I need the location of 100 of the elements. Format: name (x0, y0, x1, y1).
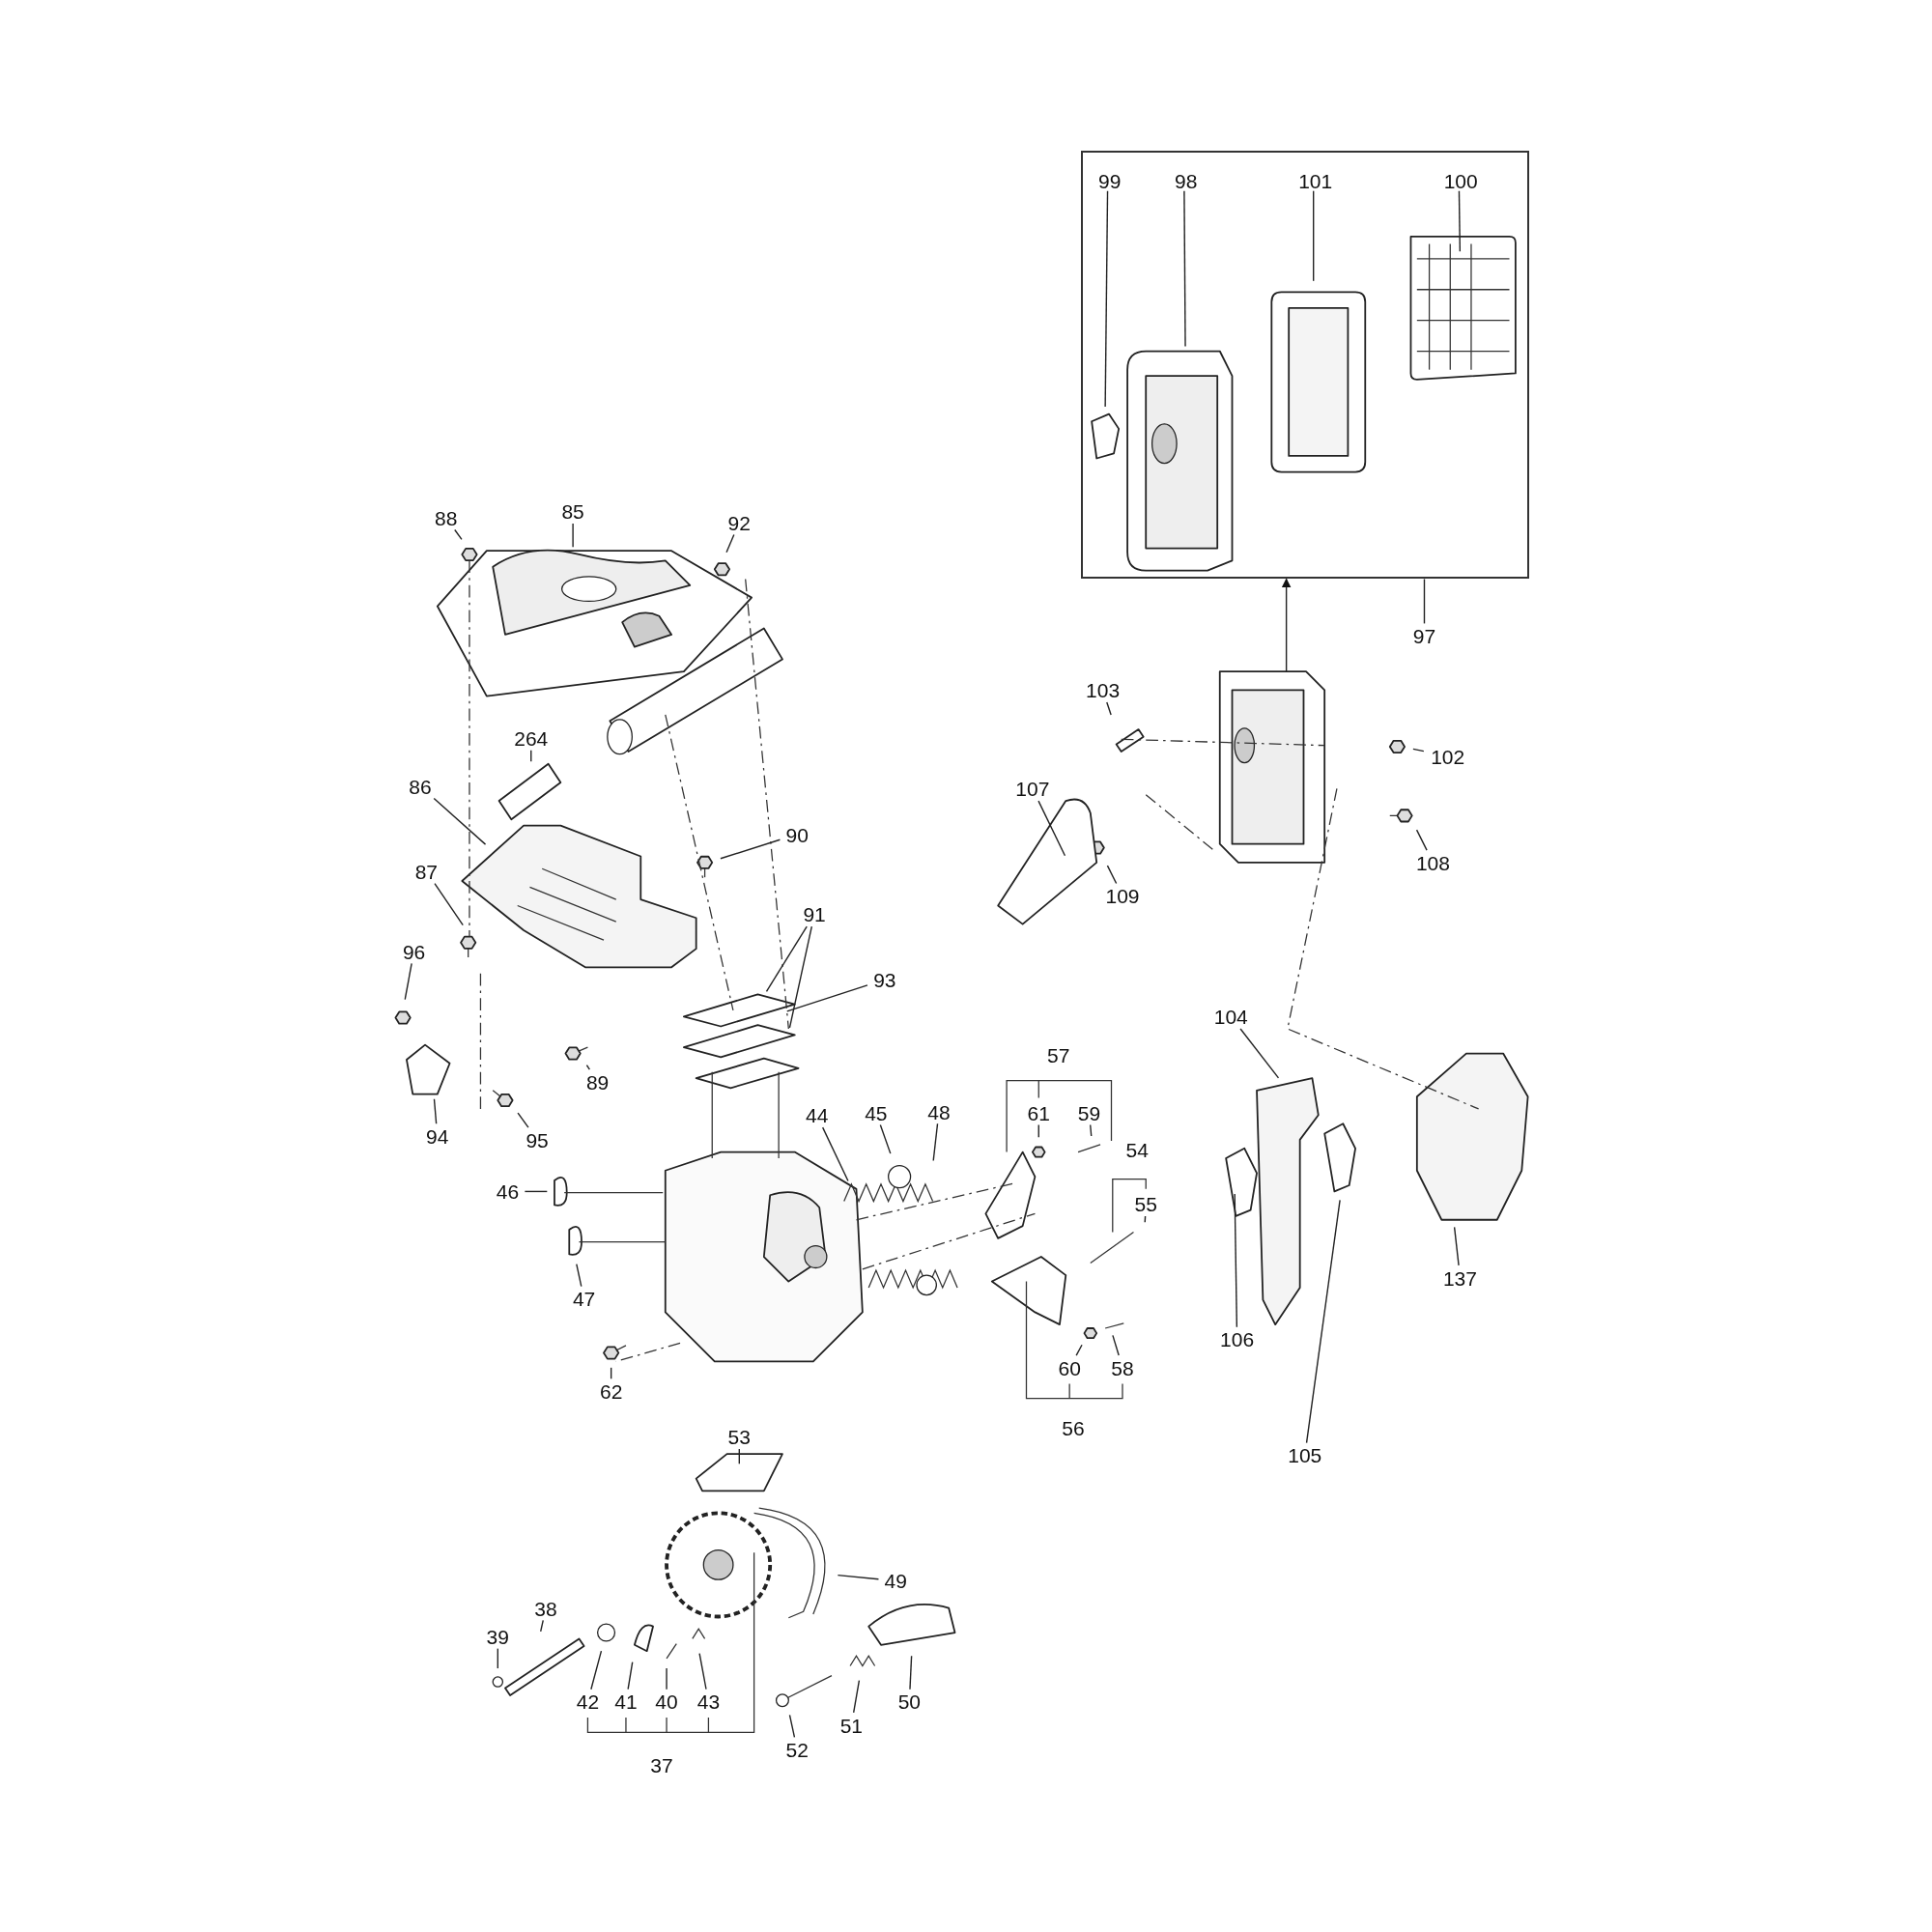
callout-number: 106 (1220, 1328, 1255, 1350)
leader-line (433, 797, 487, 845)
leader-line (572, 523, 574, 549)
callout-number: 94 (426, 1125, 449, 1147)
callout-number: 89 (585, 1071, 610, 1093)
callout-number: 60 (1058, 1357, 1081, 1378)
callout-number: 95 (526, 1129, 549, 1151)
leader-line (1144, 1215, 1147, 1223)
leader-line (1075, 1344, 1083, 1356)
callout-number: 100 (1443, 170, 1478, 191)
leader-line (576, 1263, 582, 1288)
callout-number: 93 (873, 969, 896, 990)
leader-line (932, 1122, 939, 1162)
leader-line (1112, 1334, 1120, 1356)
leader-line (404, 962, 412, 1001)
callout-number: 52 (785, 1739, 809, 1760)
callout-number: 86 (409, 776, 432, 797)
leader-line (738, 1448, 740, 1464)
leader-line (1183, 190, 1186, 348)
leader-line (1412, 748, 1425, 753)
leader-line (1106, 701, 1112, 716)
callout-number: 49 (884, 1570, 907, 1591)
leader-line (540, 1619, 544, 1633)
callout-number: 47 (572, 1288, 596, 1309)
callout-number: 37 (650, 1754, 673, 1775)
callout-number: 101 (1298, 170, 1333, 191)
callout-number: 39 (486, 1626, 509, 1647)
leader-line (1239, 1028, 1280, 1079)
callout-number: 41 (614, 1690, 638, 1712)
callout-number: 107 (1015, 778, 1050, 799)
leader-line (788, 1714, 796, 1739)
leader-line (590, 1650, 603, 1690)
callout-number: 58 (1111, 1357, 1134, 1378)
leader-line (585, 1064, 591, 1070)
callout-number: 102 (1431, 746, 1465, 767)
leader-line (1104, 190, 1109, 408)
leader-line (1453, 1226, 1460, 1266)
callout-number: 104 (1213, 1006, 1248, 1027)
callout-number: 87 (414, 861, 438, 882)
callout-number: 264 (514, 727, 549, 749)
callout-number: 85 (561, 500, 584, 522)
callout-number: 96 (402, 941, 426, 962)
callout-number: 44 (806, 1104, 829, 1125)
leader-line (1037, 1123, 1039, 1138)
leader-line (433, 1098, 438, 1124)
callout-number: 51 (839, 1715, 864, 1736)
leader-line (530, 750, 532, 762)
leader-line (1106, 865, 1118, 885)
leader-line (1458, 190, 1462, 252)
leader-line (821, 1126, 849, 1182)
callout-number: 46 (496, 1180, 520, 1202)
callout-number: 45 (865, 1102, 888, 1123)
leader-line (786, 984, 868, 1012)
callout-number: 62 (599, 1380, 623, 1402)
leader-line (720, 838, 781, 860)
callout-number: 88 (435, 507, 458, 528)
callout-number: 59 (1077, 1102, 1101, 1123)
leader-line (909, 1655, 913, 1690)
leader-line (1234, 1193, 1238, 1328)
callout-number: 99 (1098, 170, 1122, 191)
leader-line (497, 1647, 498, 1669)
leader-line (454, 528, 463, 540)
callout-number: 43 (696, 1690, 721, 1712)
leader-line (524, 1190, 549, 1193)
leader-line (698, 1652, 707, 1690)
callout-number: 40 (655, 1690, 678, 1712)
callout-number: 103 (1086, 679, 1121, 700)
leader-line (852, 1679, 861, 1714)
leader-line (666, 1667, 668, 1690)
callout-number: 92 (727, 512, 751, 533)
callout-number: 108 (1415, 852, 1450, 873)
leader-line (788, 925, 812, 1029)
callout-number: 50 (897, 1690, 921, 1712)
leader-line (1305, 1199, 1341, 1444)
callout-number: 38 (534, 1598, 557, 1619)
callout-number: 97 (1412, 625, 1436, 646)
inset-frame (1080, 150, 1529, 580)
leader-line (837, 1574, 880, 1580)
leader-line (1037, 800, 1066, 857)
callout-number: 109 (1105, 885, 1140, 906)
leader-line (1313, 190, 1315, 282)
callout-number: 105 (1288, 1444, 1322, 1465)
leader-line (725, 533, 735, 554)
leader-line (1423, 578, 1426, 625)
callout-number: 42 (576, 1690, 600, 1712)
callout-number: 90 (785, 824, 809, 844)
callout-number: 55 (1134, 1193, 1157, 1214)
callout-number: 48 (927, 1101, 951, 1122)
callout-number: 61 (1027, 1102, 1050, 1123)
leader-line (879, 1123, 892, 1154)
leader-line (517, 1112, 529, 1128)
callout-number: 91 (803, 903, 826, 924)
callout-number: 56 (1062, 1417, 1085, 1438)
leader-line (434, 882, 464, 926)
callout-number: 54 (1125, 1139, 1149, 1160)
leader-line (1415, 829, 1428, 851)
leader-line (610, 1367, 612, 1379)
arrow (1281, 578, 1292, 672)
callout-number: 98 (1175, 170, 1198, 191)
callout-number: 57 (1047, 1044, 1070, 1065)
